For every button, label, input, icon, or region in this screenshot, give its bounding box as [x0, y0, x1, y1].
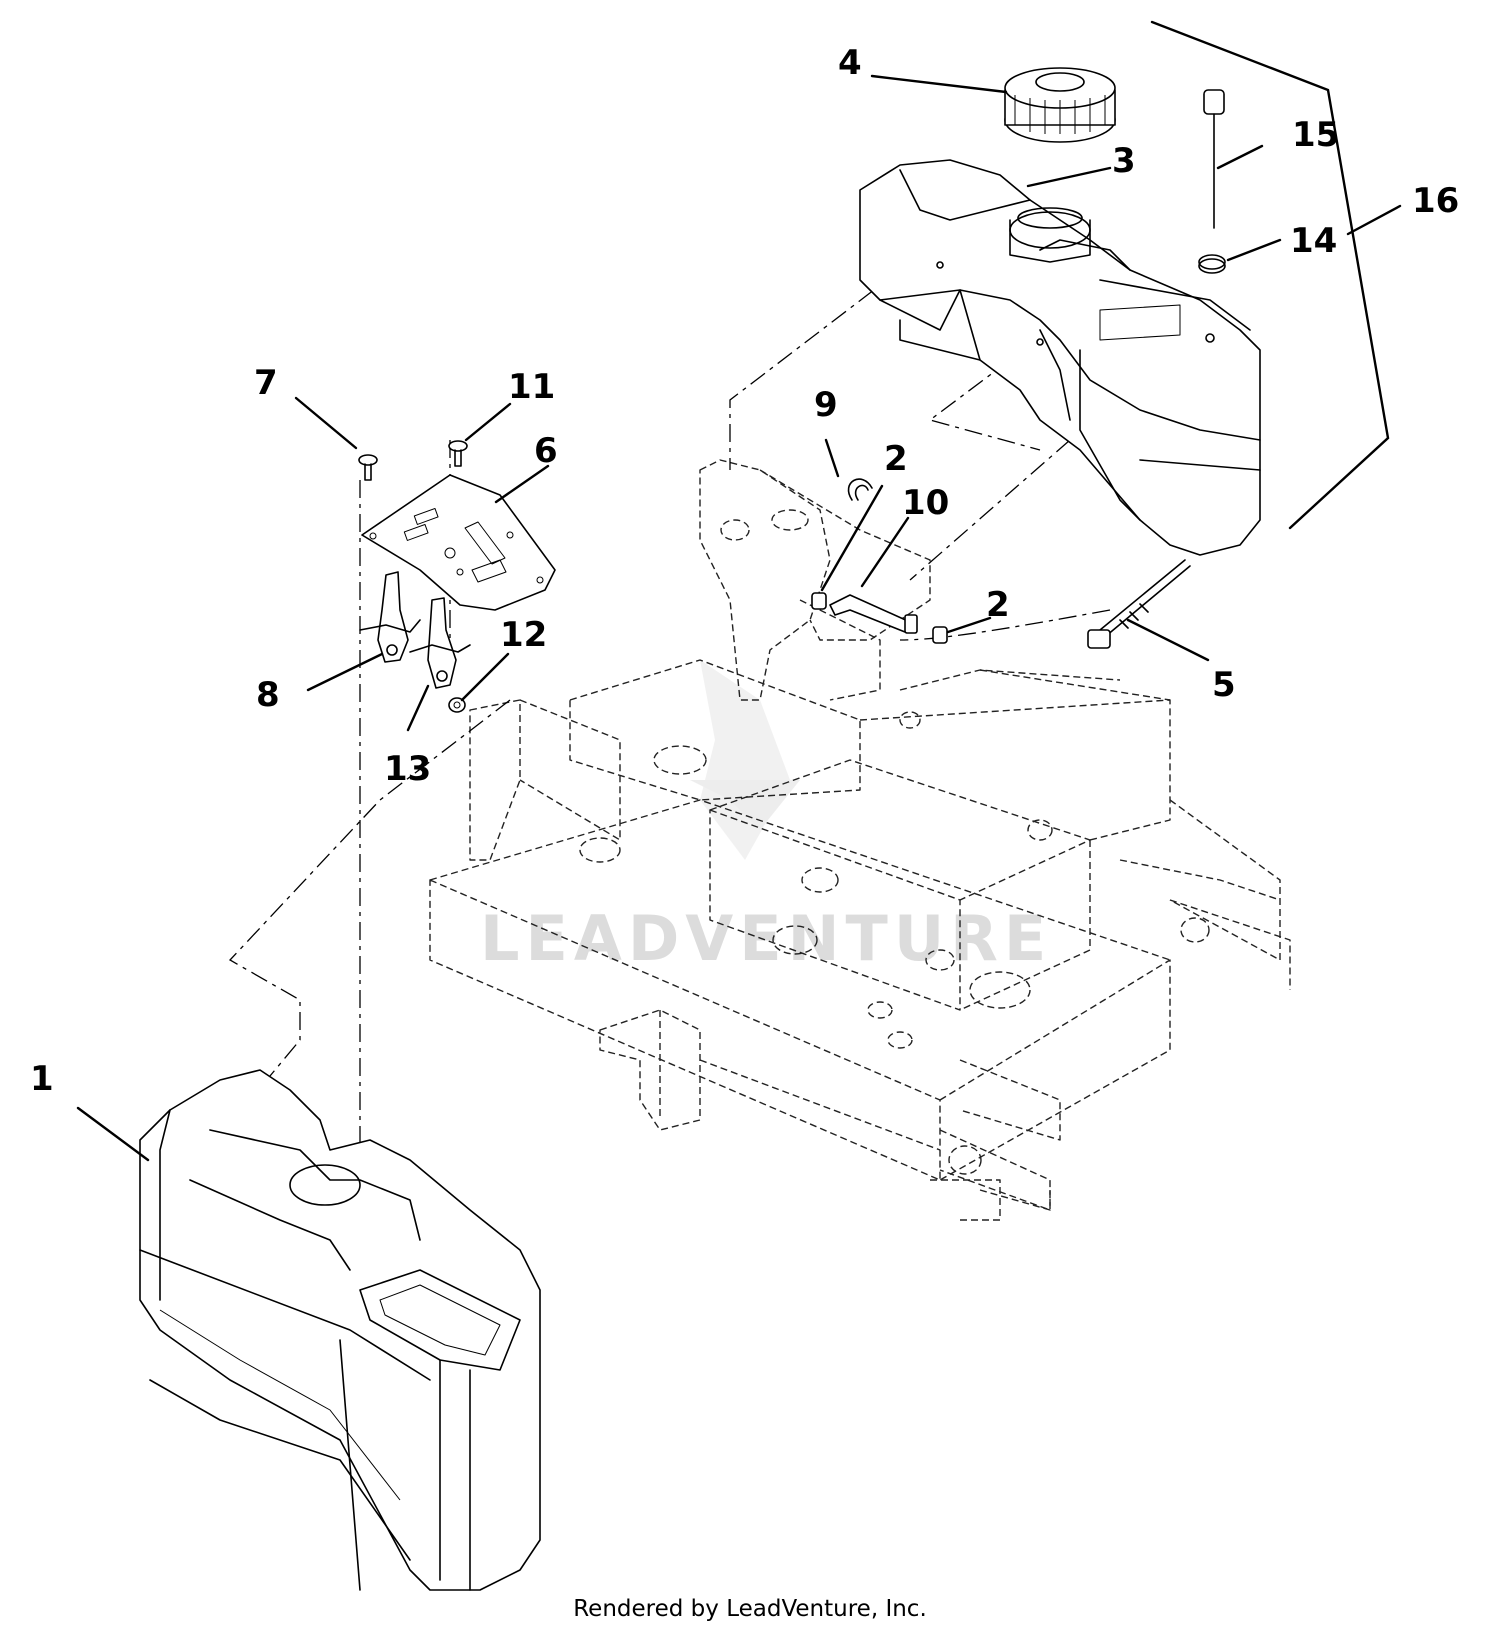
leader-1 [76, 1106, 150, 1162]
leader-8 [306, 652, 384, 692]
leader-11 [464, 402, 512, 442]
leader-15 [1216, 144, 1264, 170]
leader-7 [294, 396, 358, 450]
callout-12: 12 [500, 615, 547, 655]
fuel-hose [829, 594, 918, 634]
leader-10 [860, 516, 910, 588]
leader-6 [494, 464, 550, 504]
nut-12 [448, 697, 466, 713]
watermark-logo [690, 660, 800, 860]
clip [847, 478, 873, 501]
leader-4 [870, 74, 1008, 94]
leader-9 [824, 438, 840, 478]
callout-11: 11 [508, 367, 555, 407]
fuel-valve [1087, 559, 1191, 649]
callout-16: 16 [1412, 181, 1459, 221]
callout-8: 8 [256, 675, 280, 715]
leader-14 [1226, 238, 1282, 262]
chassis-frame [429, 459, 1291, 1221]
leader-2a [820, 484, 884, 592]
callout-7: 7 [254, 363, 278, 403]
hose-clamp-lower [932, 626, 948, 644]
console-body [139, 1069, 541, 1591]
fuel-gauge-rod [1203, 89, 1225, 229]
callout-4: 4 [838, 43, 862, 83]
callout-1: 1 [30, 1059, 54, 1099]
callout-15: 15 [1292, 115, 1339, 155]
leader-12 [460, 652, 510, 702]
control-lever-8 [359, 571, 421, 663]
callout-labels: 1 2 2 3 4 5 6 7 8 9 10 11 12 13 14 15 16 [30, 43, 1459, 1099]
leader-13 [406, 684, 430, 732]
callout-3: 3 [1112, 141, 1136, 181]
leader-5 [1126, 618, 1210, 662]
fuel-tank [859, 159, 1261, 556]
callout-6: 6 [534, 431, 558, 471]
control-plate [361, 474, 556, 611]
hose-clamp-upper [811, 592, 827, 610]
callout-5: 5 [1212, 665, 1236, 705]
control-lever-13 [409, 597, 471, 689]
callout-9: 9 [814, 385, 838, 425]
leader-2b [946, 616, 992, 634]
leader-lines [76, 20, 1402, 1162]
leader-16 [1346, 204, 1402, 236]
screw-7 [358, 454, 378, 481]
callout-2a: 2 [884, 439, 908, 479]
callout-2b: 2 [986, 585, 1010, 625]
fuel-cap [1004, 67, 1116, 143]
grommet [1198, 254, 1226, 274]
rendered-by-footer: Rendered by LeadVenture, Inc. [573, 1596, 927, 1622]
screw-11 [448, 440, 468, 467]
callout-10: 10 [902, 483, 949, 523]
bracket-16 [1150, 20, 1390, 530]
callout-14: 14 [1290, 221, 1337, 261]
callout-13: 13 [384, 749, 431, 789]
leader-3 [1026, 166, 1112, 188]
